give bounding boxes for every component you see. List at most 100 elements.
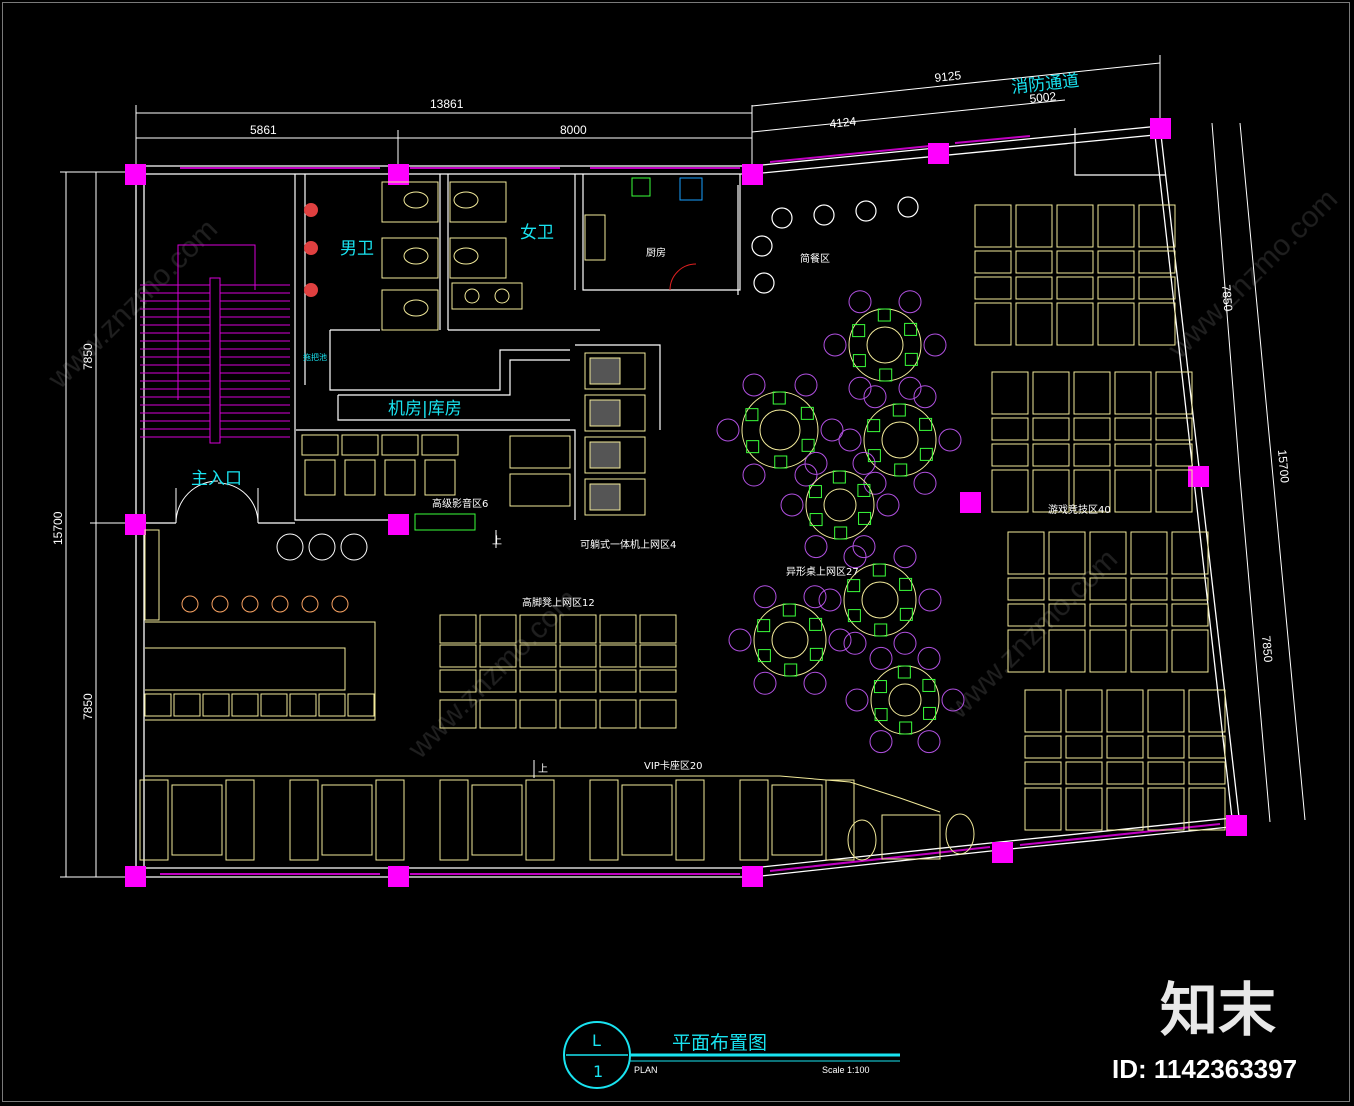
arena-desk bbox=[1138, 250, 1176, 274]
special-desk-plant bbox=[899, 577, 913, 591]
special-desk-chair bbox=[893, 545, 917, 569]
special-desk-plant bbox=[874, 708, 888, 722]
recliner-seat bbox=[589, 399, 621, 427]
special-desk-plant bbox=[892, 403, 906, 417]
special-desk-plant bbox=[874, 623, 888, 637]
label-vip-booth: VIP卡座区20 bbox=[644, 759, 703, 772]
arena-chair bbox=[1024, 689, 1062, 733]
game-arena-zone bbox=[974, 204, 1226, 831]
label-server-room: 机房|库房 bbox=[388, 399, 462, 419]
special-desk-chair bbox=[869, 730, 893, 754]
high-stool-chair bbox=[479, 614, 517, 644]
special-desk-chair bbox=[941, 688, 965, 712]
arena-desk bbox=[1114, 443, 1152, 467]
special-desk-chair bbox=[913, 385, 937, 409]
vip-sofa bbox=[289, 779, 319, 861]
special-desk-plant bbox=[808, 485, 822, 499]
special-desk-chair bbox=[898, 290, 922, 314]
av-sofa bbox=[509, 435, 571, 469]
dim-left-lower: 7850 bbox=[81, 693, 95, 720]
arena-chair bbox=[1089, 629, 1127, 673]
arena-desk bbox=[1048, 603, 1086, 627]
bar-stool bbox=[211, 595, 229, 613]
vip-table bbox=[881, 814, 941, 860]
arena-chair bbox=[1056, 204, 1094, 248]
arena-desk bbox=[991, 417, 1029, 441]
vip-sofa bbox=[739, 779, 769, 861]
watermark-diagonal: www.znzmo.com bbox=[1161, 182, 1344, 365]
high-stool-desk bbox=[519, 669, 557, 693]
arena-chair bbox=[1114, 469, 1152, 513]
arena-chair bbox=[1171, 531, 1209, 575]
special-desk-ring bbox=[741, 391, 819, 469]
special-desk-chair bbox=[863, 385, 887, 409]
high-stool-desk bbox=[639, 644, 677, 668]
high-stool-desk bbox=[639, 669, 677, 693]
label-mop-pool: 拖把池 bbox=[303, 352, 327, 362]
dim-right-top-part: 4124 bbox=[829, 114, 857, 131]
vip-sofa bbox=[589, 779, 619, 861]
special-desk-inner bbox=[823, 488, 857, 522]
restroom-fixtures bbox=[381, 181, 523, 331]
special-desk-chair bbox=[843, 631, 867, 655]
arena-chair bbox=[1015, 204, 1053, 248]
special-desk-inner bbox=[861, 581, 899, 619]
special-desk-ring bbox=[848, 308, 922, 382]
arena-desk bbox=[1073, 417, 1111, 441]
av-seat bbox=[344, 459, 376, 496]
av-seat bbox=[424, 459, 456, 496]
bubble-bottom: 1 bbox=[593, 1062, 603, 1081]
dim-left-overall: 15700 bbox=[51, 511, 65, 545]
special-desk-ring bbox=[753, 603, 827, 677]
special-desk-plant bbox=[801, 438, 815, 452]
counter-cell bbox=[231, 693, 259, 717]
arena-desk bbox=[1056, 276, 1094, 300]
special-desk-chair bbox=[716, 418, 740, 442]
special-desk-plant bbox=[746, 440, 760, 454]
vip-sofa bbox=[225, 779, 255, 861]
special-desk-plant bbox=[923, 706, 937, 720]
arena-desk bbox=[1147, 735, 1185, 759]
bar-stool bbox=[271, 595, 289, 613]
dimension-lines bbox=[60, 55, 1306, 878]
arena-chair bbox=[1007, 531, 1045, 575]
arena-desk bbox=[1024, 761, 1062, 785]
dim-right-top-overall: 9125 bbox=[934, 68, 962, 85]
av-seat bbox=[304, 459, 336, 496]
arena-desk bbox=[1032, 417, 1070, 441]
vip-chair bbox=[945, 813, 975, 855]
special-desk-inner bbox=[881, 421, 919, 459]
watermark-id: ID: 1142363397 bbox=[1112, 1054, 1297, 1084]
arena-chair bbox=[1147, 689, 1185, 733]
recliner-pod bbox=[584, 394, 646, 432]
special-desk-plant bbox=[774, 455, 788, 469]
special-desk-chair bbox=[753, 671, 777, 695]
high-stool-chair bbox=[599, 614, 637, 644]
arena-chair bbox=[1073, 469, 1111, 513]
arena-chair bbox=[1155, 371, 1193, 415]
special-desk-plant bbox=[877, 308, 891, 322]
arena-chair bbox=[991, 469, 1029, 513]
special-desk-chair bbox=[863, 471, 887, 495]
special-desk-plant bbox=[800, 406, 814, 420]
arena-chair bbox=[1015, 302, 1053, 346]
label-fire-exit: 消防通道 bbox=[1010, 71, 1080, 98]
arena-desk bbox=[1015, 250, 1053, 274]
special-desk-plant bbox=[919, 417, 933, 431]
plan-scale: Scale 1:100 bbox=[822, 1065, 870, 1075]
special-desk-chair bbox=[918, 588, 942, 612]
arena-desk bbox=[1106, 761, 1144, 785]
special-desk-chair bbox=[823, 333, 847, 357]
arena-desk bbox=[1171, 603, 1209, 627]
vip-sofa bbox=[375, 779, 405, 861]
special-desk-plant bbox=[832, 470, 846, 484]
special-desk-inner bbox=[866, 326, 904, 364]
dim-right-upper: 7850 bbox=[1219, 284, 1235, 312]
arena-desk bbox=[1097, 250, 1135, 274]
vip-table bbox=[321, 784, 373, 856]
vip-table bbox=[771, 784, 823, 856]
arena-chair bbox=[974, 204, 1012, 248]
vip-table bbox=[621, 784, 673, 856]
special-desk-plant bbox=[904, 352, 918, 366]
special-desk-plant bbox=[922, 678, 936, 692]
